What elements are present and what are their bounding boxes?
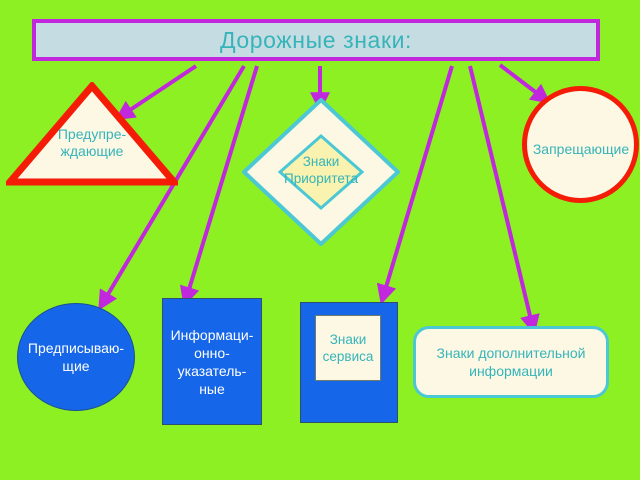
node-prescriptive-label-line2: щие: [62, 358, 90, 374]
triangle-shape: [6, 82, 178, 186]
node-priority-signs[interactable]: Знаки Приоритета: [241, 97, 401, 247]
node-service-inner-square: Знаки сервиса: [315, 315, 381, 381]
node-additional-label-line1: Знаки дополнительной: [436, 345, 586, 361]
node-additional-label-line2: информации: [469, 363, 553, 379]
node-prohibitory-signs[interactable]: [522, 86, 639, 203]
page-title: Дорожные знаки:: [219, 26, 413, 53]
diamond-shape: [241, 97, 401, 247]
node-warning-label: Предупре- ждающие: [6, 126, 178, 160]
node-prescriptive-signs[interactable]: Предписываю- щие: [17, 303, 135, 411]
node-warning-label-line1: Предупре-: [57, 126, 127, 142]
node-information-label-line2: онно-: [194, 344, 230, 361]
node-information-label: Информаци- онно- указатель- ные: [171, 326, 254, 398]
node-information-label-line4: ные: [199, 380, 225, 397]
node-service-label: Знаки сервиса: [323, 331, 374, 365]
node-additional-label: Знаки дополнительной информации: [437, 344, 586, 380]
node-priority-label-line2: Приоритета: [284, 171, 358, 186]
node-additional-information-signs[interactable]: Знаки дополнительной информации: [413, 326, 609, 398]
node-priority-label: Знаки Приоритета: [242, 153, 400, 187]
node-service-label-line1: Знаки: [329, 332, 367, 347]
node-information-label-line1: Информаци-: [170, 326, 254, 343]
connector-to-prohibitory: [498, 63, 551, 104]
node-warning-label-line2: ждающие: [60, 143, 124, 159]
node-information-signs[interactable]: Информаци- онно- указатель- ные: [162, 298, 262, 425]
node-service-label-line2: сервиса: [322, 349, 374, 364]
node-prohibitory-label: Запрещающие: [532, 141, 630, 157]
node-information-label-line3: указатель-: [177, 362, 247, 379]
node-service-signs[interactable]: Знаки сервиса: [300, 302, 398, 423]
node-prescriptive-label: Предписываю- щие: [28, 339, 124, 375]
node-priority-label-line1: Знаки: [302, 154, 340, 169]
node-prescriptive-label-line1: Предписываю-: [27, 340, 125, 356]
connector-to-additional: [468, 65, 540, 335]
slide-title-box: Дорожные знаки:: [32, 19, 600, 61]
node-warning-signs[interactable]: Предупре- ждающие: [6, 82, 178, 186]
